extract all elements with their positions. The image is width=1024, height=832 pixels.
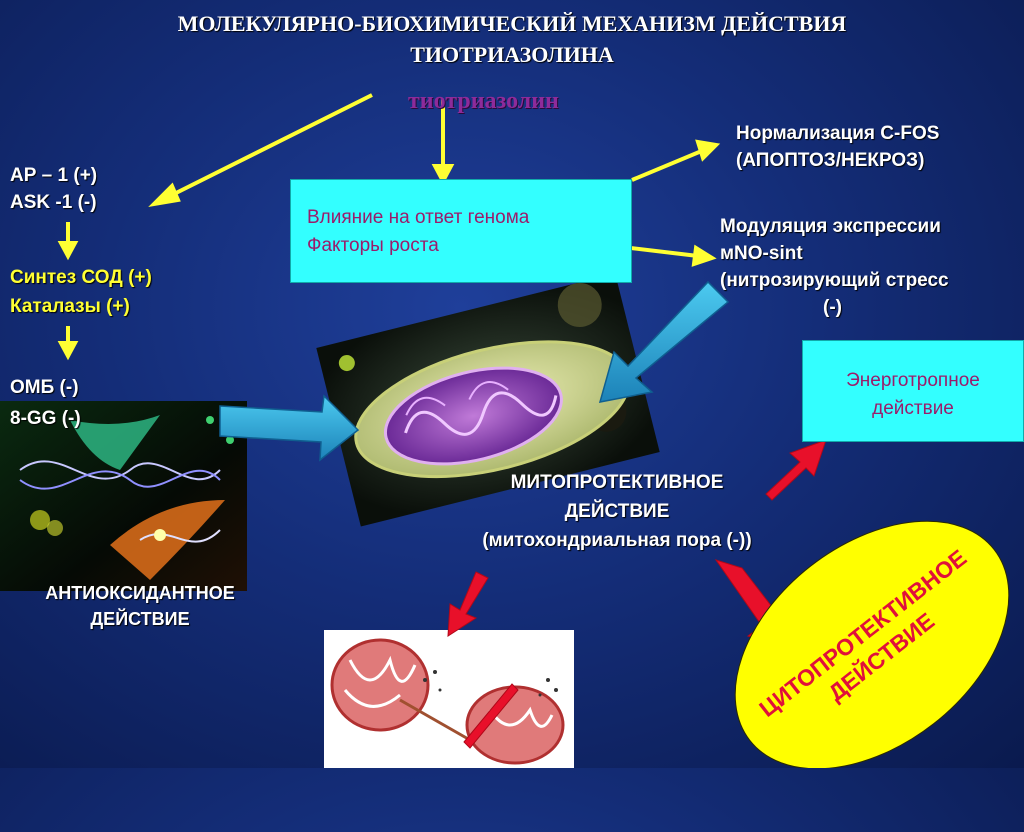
cytoprotective-label: ЦИТОПРОТЕКТИВНОЕ ДЕЙСТВИЕ: [722, 525, 1022, 765]
genome-response-box: Влияние на ответ генома Факторы роста: [290, 179, 632, 283]
slide-title: МОЛЕКУЛЯРНО-БИОХИМИЧЕСКИЙ МЕХАНИЗМ ДЕЙСТ…: [0, 8, 1024, 70]
blue-arrows: [219, 280, 730, 462]
antioxidant-label: АНТИОКСИДАНТНОЕ ДЕЙСТВИЕ: [0, 580, 280, 632]
ap1-text: АР – 1 (+): [10, 165, 98, 186]
cfos-label: Нормализация С-FOS (АПОПТОЗ/НЕКРОЗ): [736, 120, 939, 174]
mito-line-3: (митохондриальная пора (-)): [482, 530, 752, 551]
title-line-2: ТИОТРИАЗОЛИНА: [410, 42, 614, 67]
diagram-graphics: [0, 93, 1010, 768]
energy-line-2: действие: [872, 398, 954, 419]
omb-text: ОМБ (-): [10, 377, 79, 398]
genome-line-2: Факторы роста: [307, 235, 439, 256]
modulation-line-4: (-): [823, 297, 842, 318]
dna-illustration: [0, 401, 247, 591]
drug-name: тиотриазолин: [408, 88, 559, 114]
modulation-label: Модуляция экспрессии мNO-sint (нитрозиру…: [720, 213, 1024, 321]
genome-line-1: Влияние на ответ генома: [307, 207, 530, 228]
mitoprotective-label: МИТОПРОТЕКТИВНОЕ ДЕЙСТВИЕ (митохондриаль…: [412, 468, 822, 555]
gg-text: 8-GG (-): [10, 408, 81, 429]
antioxidant-line-2: ДЕЙСТВИЕ: [90, 609, 190, 629]
mitochondria-damage-illustration: [324, 630, 574, 768]
mitochondrion-illustration: [316, 273, 660, 527]
cfos-line-1: Нормализация С-FOS: [736, 123, 940, 144]
modulation-line-3: (нитрозирующий стресс: [720, 270, 949, 291]
ask1-text: ASK -1 (-): [10, 192, 97, 213]
cytoprotective-ellipse: [734, 520, 1010, 768]
mito-line-1: МИТОПРОТЕКТИВНОЕ: [510, 472, 724, 493]
yellow-arrows: [57, 93, 721, 361]
catalase-text: Каталазы (+): [10, 296, 130, 317]
antioxidant-line-1: АНТИОКСИДАНТНОЕ: [45, 583, 235, 603]
sod-text: Синтез СОД (+): [10, 267, 152, 288]
mito-line-2: ДЕЙСТВИЕ: [564, 501, 670, 522]
modulation-line-1: Модуляция экспрессии: [720, 216, 941, 237]
energotropic-box: Энерготропное действие: [802, 340, 1024, 442]
title-line-1: МОЛЕКУЛЯРНО-БИОХИМИЧЕСКИЙ МЕХАНИЗМ ДЕЙСТ…: [177, 11, 847, 36]
cyto-line-1: ЦИТОПРОТЕКТИВНОЕ: [754, 544, 972, 722]
cfos-line-2: (АПОПТОЗ/НЕКРОЗ): [736, 150, 925, 171]
energy-line-1: Энерготропное: [846, 370, 980, 391]
modulation-line-2: мNO-sint: [720, 243, 803, 264]
